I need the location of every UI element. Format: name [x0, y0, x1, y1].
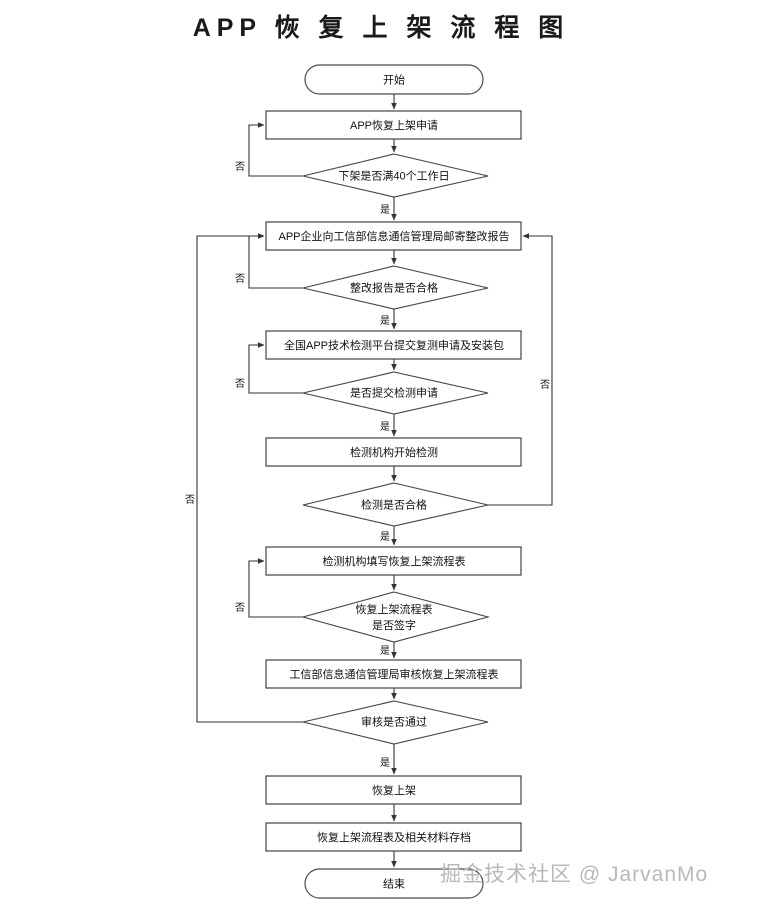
node-end[interactable]: 结束: [304, 868, 484, 899]
node-apply[interactable]: APP恢复上架申请: [265, 110, 522, 140]
node-start[interactable]: 开始: [304, 64, 484, 95]
node-review-form-label: 工信部信息通信管理局审核恢复上架流程表: [290, 667, 499, 681]
node-submit-platform-label: 全国APP技术检测平台提交复测申请及安装包: [284, 338, 504, 352]
node-archive[interactable]: 恢复上架流程表及相关材料存档: [265, 822, 522, 852]
node-decision-report-qualified-label: 整改报告是否合格: [350, 280, 438, 294]
node-review-form[interactable]: 工信部信息通信管理局审核恢复上架流程表: [265, 659, 522, 689]
node-mail-report-label: APP企业向工信部信息通信管理局邮寄整改报告: [278, 229, 509, 243]
node-decision-form-signed-label-line1: 恢复上架流程表: [356, 602, 433, 616]
edge-d40days-no-apply: [248, 122, 303, 177]
node-end-label: 结束: [383, 877, 405, 890]
node-decision-test-qualified-label: 检测是否合格: [361, 497, 427, 511]
edge-dtestok-no-mailreport: [488, 233, 553, 506]
node-archive-label: 恢复上架流程表及相关材料存档: [317, 830, 471, 844]
node-decision-report-qualified[interactable]: 整改报告是否合格: [302, 265, 489, 310]
edge-label-yes-2: 是: [380, 315, 390, 327]
node-start-testing-label: 检测机构开始检测: [350, 445, 438, 459]
edge-dreviewpass-no-mailreport: [196, 233, 303, 723]
node-restore[interactable]: 恢复上架: [265, 775, 522, 805]
edge-label-no-5: 否: [235, 602, 245, 614]
page-title: APP 恢 复 上 架 流 程 图: [192, 14, 570, 42]
node-apply-label: APP恢复上架申请: [350, 118, 438, 132]
edge-label-yes-4: 是: [380, 531, 390, 543]
node-decision-review-pass-label: 审核是否通过: [361, 714, 427, 728]
edge-label-yes-3: 是: [380, 421, 390, 433]
node-decision-review-pass[interactable]: 审核是否通过: [302, 700, 489, 745]
node-decision-submit-request[interactable]: 是否提交检测申请: [302, 371, 489, 415]
node-restore-label: 恢复上架: [372, 783, 416, 797]
node-mail-report[interactable]: APP企业向工信部信息通信管理局邮寄整改报告: [265, 221, 522, 251]
edge-label-yes-6: 是: [380, 757, 390, 769]
node-decision-40days-label: 下架是否满40个工作日: [338, 169, 449, 182]
node-decision-submit-request-label: 是否提交检测申请: [350, 385, 438, 399]
node-fill-form-label: 检测机构填写恢复上架流程表: [323, 554, 466, 568]
edge-label-no-4: 否: [540, 379, 550, 391]
nodes-layer: 开始 APP恢复上架申请 下架是否满40个工作日 APP企业向工信部信息通信管理…: [265, 64, 522, 899]
edge-label-no-6: 否: [185, 494, 195, 506]
edge-label-yes-5: 是: [380, 645, 390, 657]
node-decision-form-signed-label-line2: 是否签字: [372, 618, 416, 632]
node-submit-platform[interactable]: 全国APP技术检测平台提交复测申请及安装包: [265, 330, 522, 360]
edge-dsign-no-fillform: [248, 558, 303, 618]
edge-label-no-3: 否: [235, 378, 245, 390]
edge-dsubmitreq-no-submitplatform: [248, 342, 303, 394]
node-decision-form-signed[interactable]: 恢复上架流程表 是否签字: [300, 591, 491, 643]
edge-label-no-1: 否: [235, 161, 245, 173]
edge-label-no-2: 否: [235, 273, 245, 285]
node-start-testing[interactable]: 检测机构开始检测: [265, 437, 522, 467]
node-fill-form[interactable]: 检测机构填写恢复上架流程表: [265, 546, 522, 576]
node-decision-test-qualified[interactable]: 检测是否合格: [302, 482, 489, 527]
edge-labels-layer: 否 是 否 是 否 是 否 是 否 是 否 是: [185, 161, 550, 769]
edges-layer: [196, 94, 553, 868]
edge-label-yes-1: 是: [380, 204, 390, 216]
node-decision-40days[interactable]: 下架是否满40个工作日: [302, 153, 489, 198]
node-start-label: 开始: [383, 72, 405, 86]
